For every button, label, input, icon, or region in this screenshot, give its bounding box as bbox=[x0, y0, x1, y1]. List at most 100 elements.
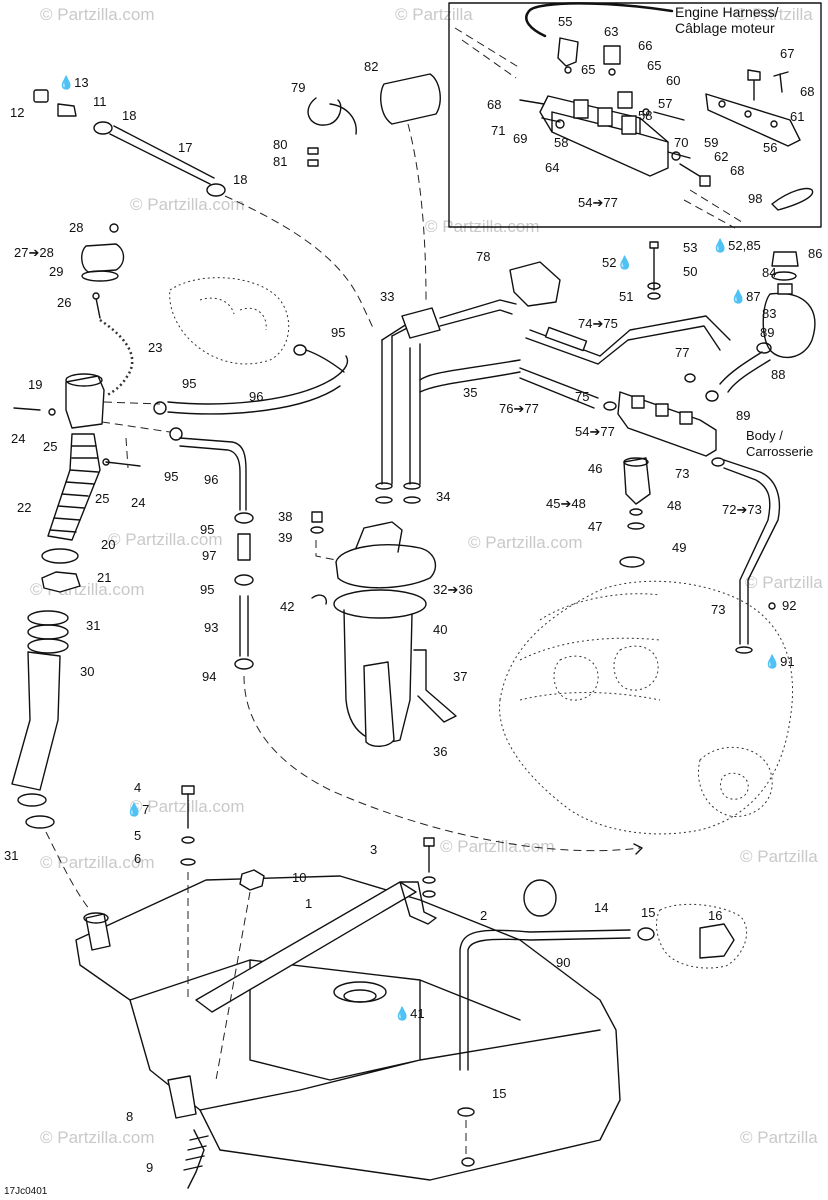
callout-c95b: 95 bbox=[164, 469, 178, 484]
callout-c68c: 68 bbox=[730, 163, 744, 178]
callout-c15b: 15 bbox=[492, 1086, 506, 1101]
callout-c25b: 25 bbox=[95, 491, 109, 506]
watermark-text: © Partzilla bbox=[735, 5, 813, 24]
watermark-text: © Partzilla.com bbox=[130, 797, 245, 816]
callout-c2728: 27➔28 bbox=[14, 245, 54, 260]
callout-c89a: 89 bbox=[760, 325, 774, 340]
callout-c78: 78 bbox=[476, 249, 490, 264]
callout-c55: 55 bbox=[558, 14, 572, 29]
callout-c8: 8 bbox=[126, 1109, 133, 1124]
callout-c65b: 65 bbox=[647, 58, 661, 73]
callout-c63: 63 bbox=[604, 24, 618, 39]
callout-c96b: 96 bbox=[204, 472, 218, 487]
inset-label-line1: Engine Harness/ bbox=[675, 4, 779, 20]
vent-hoses bbox=[153, 277, 643, 855]
callout-c40: 40 bbox=[433, 622, 447, 637]
callout-c16: 16 bbox=[708, 908, 722, 923]
body-label-line1: Body / bbox=[746, 428, 783, 443]
callout-c9: 9 bbox=[146, 1160, 153, 1175]
callout-c2: 2 bbox=[480, 908, 487, 923]
callout-c37: 37 bbox=[453, 669, 467, 684]
callout-c25a: 25 bbox=[43, 439, 57, 454]
callout-c53: 53 bbox=[683, 240, 697, 255]
callout-c22: 22 bbox=[17, 500, 31, 515]
fuel-rail-inset: Engine Harness/ Câblage moteur bbox=[448, 2, 822, 229]
callout-c33: 33 bbox=[380, 289, 394, 304]
watermark-text: © Partzilla bbox=[745, 573, 823, 592]
callout-c95a: 95 bbox=[182, 376, 196, 391]
callout-c79: 79 bbox=[291, 80, 305, 95]
callout-c38: 38 bbox=[278, 509, 292, 524]
callout-c64: 64 bbox=[545, 160, 559, 175]
callout-c80: 80 bbox=[273, 137, 287, 152]
callout-c7: 💧7 bbox=[126, 802, 149, 817]
callout-c95e: 95 bbox=[200, 582, 214, 597]
callout-c7273: 72➔73 bbox=[722, 502, 762, 517]
callout-c12: 12 bbox=[10, 105, 24, 120]
callout-c17: 17 bbox=[178, 140, 192, 155]
callout-c39: 39 bbox=[278, 530, 292, 545]
callout-c70: 70 bbox=[674, 135, 688, 150]
callout-c4: 4 bbox=[134, 780, 141, 795]
callout-c14: 14 bbox=[594, 900, 608, 915]
callout-c50: 50 bbox=[683, 264, 697, 279]
inset-label-line2: Câblage moteur bbox=[675, 20, 775, 36]
callout-c42: 42 bbox=[280, 599, 294, 614]
callout-c26: 26 bbox=[57, 295, 71, 310]
callout-c15a: 15 bbox=[641, 905, 655, 920]
callout-c91: 💧91 bbox=[764, 654, 795, 669]
watermark-text: © Partzilla.com bbox=[108, 530, 223, 549]
callout-c6: 6 bbox=[134, 851, 141, 866]
callout-c5285: 💧52,85 bbox=[712, 238, 761, 253]
callout-c82: 82 bbox=[364, 59, 378, 74]
callout-c66: 66 bbox=[638, 38, 652, 53]
callout-c18a: 18 bbox=[122, 108, 136, 123]
callout-c51: 51 bbox=[619, 289, 633, 304]
callout-c28a: 28 bbox=[69, 220, 83, 235]
callout-c3: 3 bbox=[370, 842, 377, 857]
callout-c21: 21 bbox=[97, 570, 111, 585]
callout-c95c: 95 bbox=[331, 325, 345, 340]
callout-c4548: 45➔48 bbox=[546, 496, 586, 511]
callout-c97: 97 bbox=[202, 548, 216, 563]
callout-c10: 10 bbox=[292, 870, 306, 885]
callout-c77: 77 bbox=[675, 345, 689, 360]
callout-c58b: 58 bbox=[554, 135, 568, 150]
callout-c98: 98 bbox=[748, 191, 762, 206]
callout-c95d: 95 bbox=[200, 522, 214, 537]
watermark-text: © Partzilla.com bbox=[40, 5, 155, 24]
callout-c56: 56 bbox=[763, 140, 777, 155]
callout-c1: 1 bbox=[305, 896, 312, 911]
callout-c59: 59 bbox=[704, 135, 718, 150]
callout-c47: 47 bbox=[588, 519, 602, 534]
callout-c67: 67 bbox=[780, 46, 794, 61]
fuel-tank bbox=[75, 785, 748, 1189]
callout-c69: 69 bbox=[513, 131, 527, 146]
callout-c5: 5 bbox=[134, 828, 141, 843]
callout-c7677: 76➔77 bbox=[499, 401, 539, 416]
callout-c13: 💧13 bbox=[58, 75, 89, 90]
callout-c68a: 68 bbox=[800, 84, 814, 99]
watermark-text: © Partzilla.com bbox=[440, 837, 555, 856]
watermark-text: © Partzilla bbox=[740, 1128, 818, 1147]
callout-c81: 81 bbox=[273, 154, 287, 169]
callout-c46: 46 bbox=[588, 461, 602, 476]
callout-c84: 84 bbox=[762, 265, 776, 280]
fuel-rail-right bbox=[509, 241, 816, 654]
callout-c65a: 65 bbox=[581, 62, 595, 77]
callout-c58a: 58 bbox=[638, 108, 652, 123]
callout-c57: 57 bbox=[658, 96, 672, 111]
callout-c30: 30 bbox=[80, 664, 94, 679]
callout-c19: 19 bbox=[28, 377, 42, 392]
callout-c61: 61 bbox=[790, 109, 804, 124]
callout-c96a: 96 bbox=[249, 389, 263, 404]
callout-c73b: 73 bbox=[711, 602, 725, 617]
callout-c75: 75 bbox=[575, 389, 589, 404]
engine-sketch bbox=[499, 580, 794, 835]
callout-c36: 36 bbox=[433, 744, 447, 759]
callout-c94: 94 bbox=[202, 669, 216, 684]
callout-c73a: 73 bbox=[675, 466, 689, 481]
callout-c89b: 89 bbox=[736, 408, 750, 423]
